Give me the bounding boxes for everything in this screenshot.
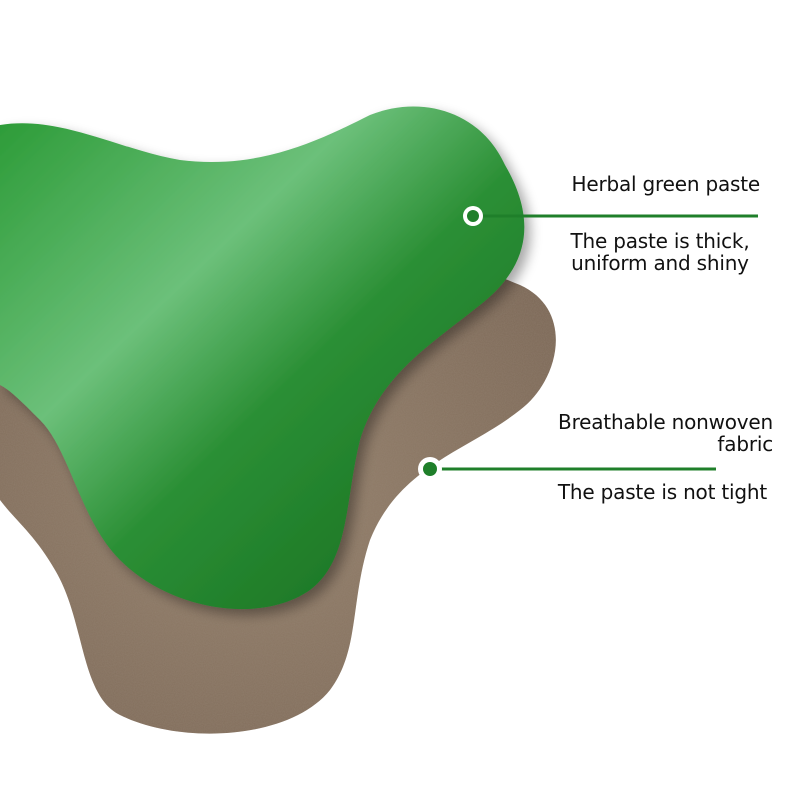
- callout-dot: [467, 210, 479, 222]
- herbal-green-paste-layer: [0, 106, 525, 610]
- callout-herbal: [463, 206, 758, 226]
- fabric-description: The paste is not tight: [557, 480, 767, 504]
- herbal-paste-title: Herbal green paste: [571, 172, 761, 196]
- herbal-paste-description: The paste is thick, uniform and shiny: [570, 229, 750, 275]
- fabric-title: Breathable nonwoven fabric: [558, 410, 773, 456]
- callout-fabric: [418, 457, 716, 481]
- callout-dot: [423, 462, 437, 476]
